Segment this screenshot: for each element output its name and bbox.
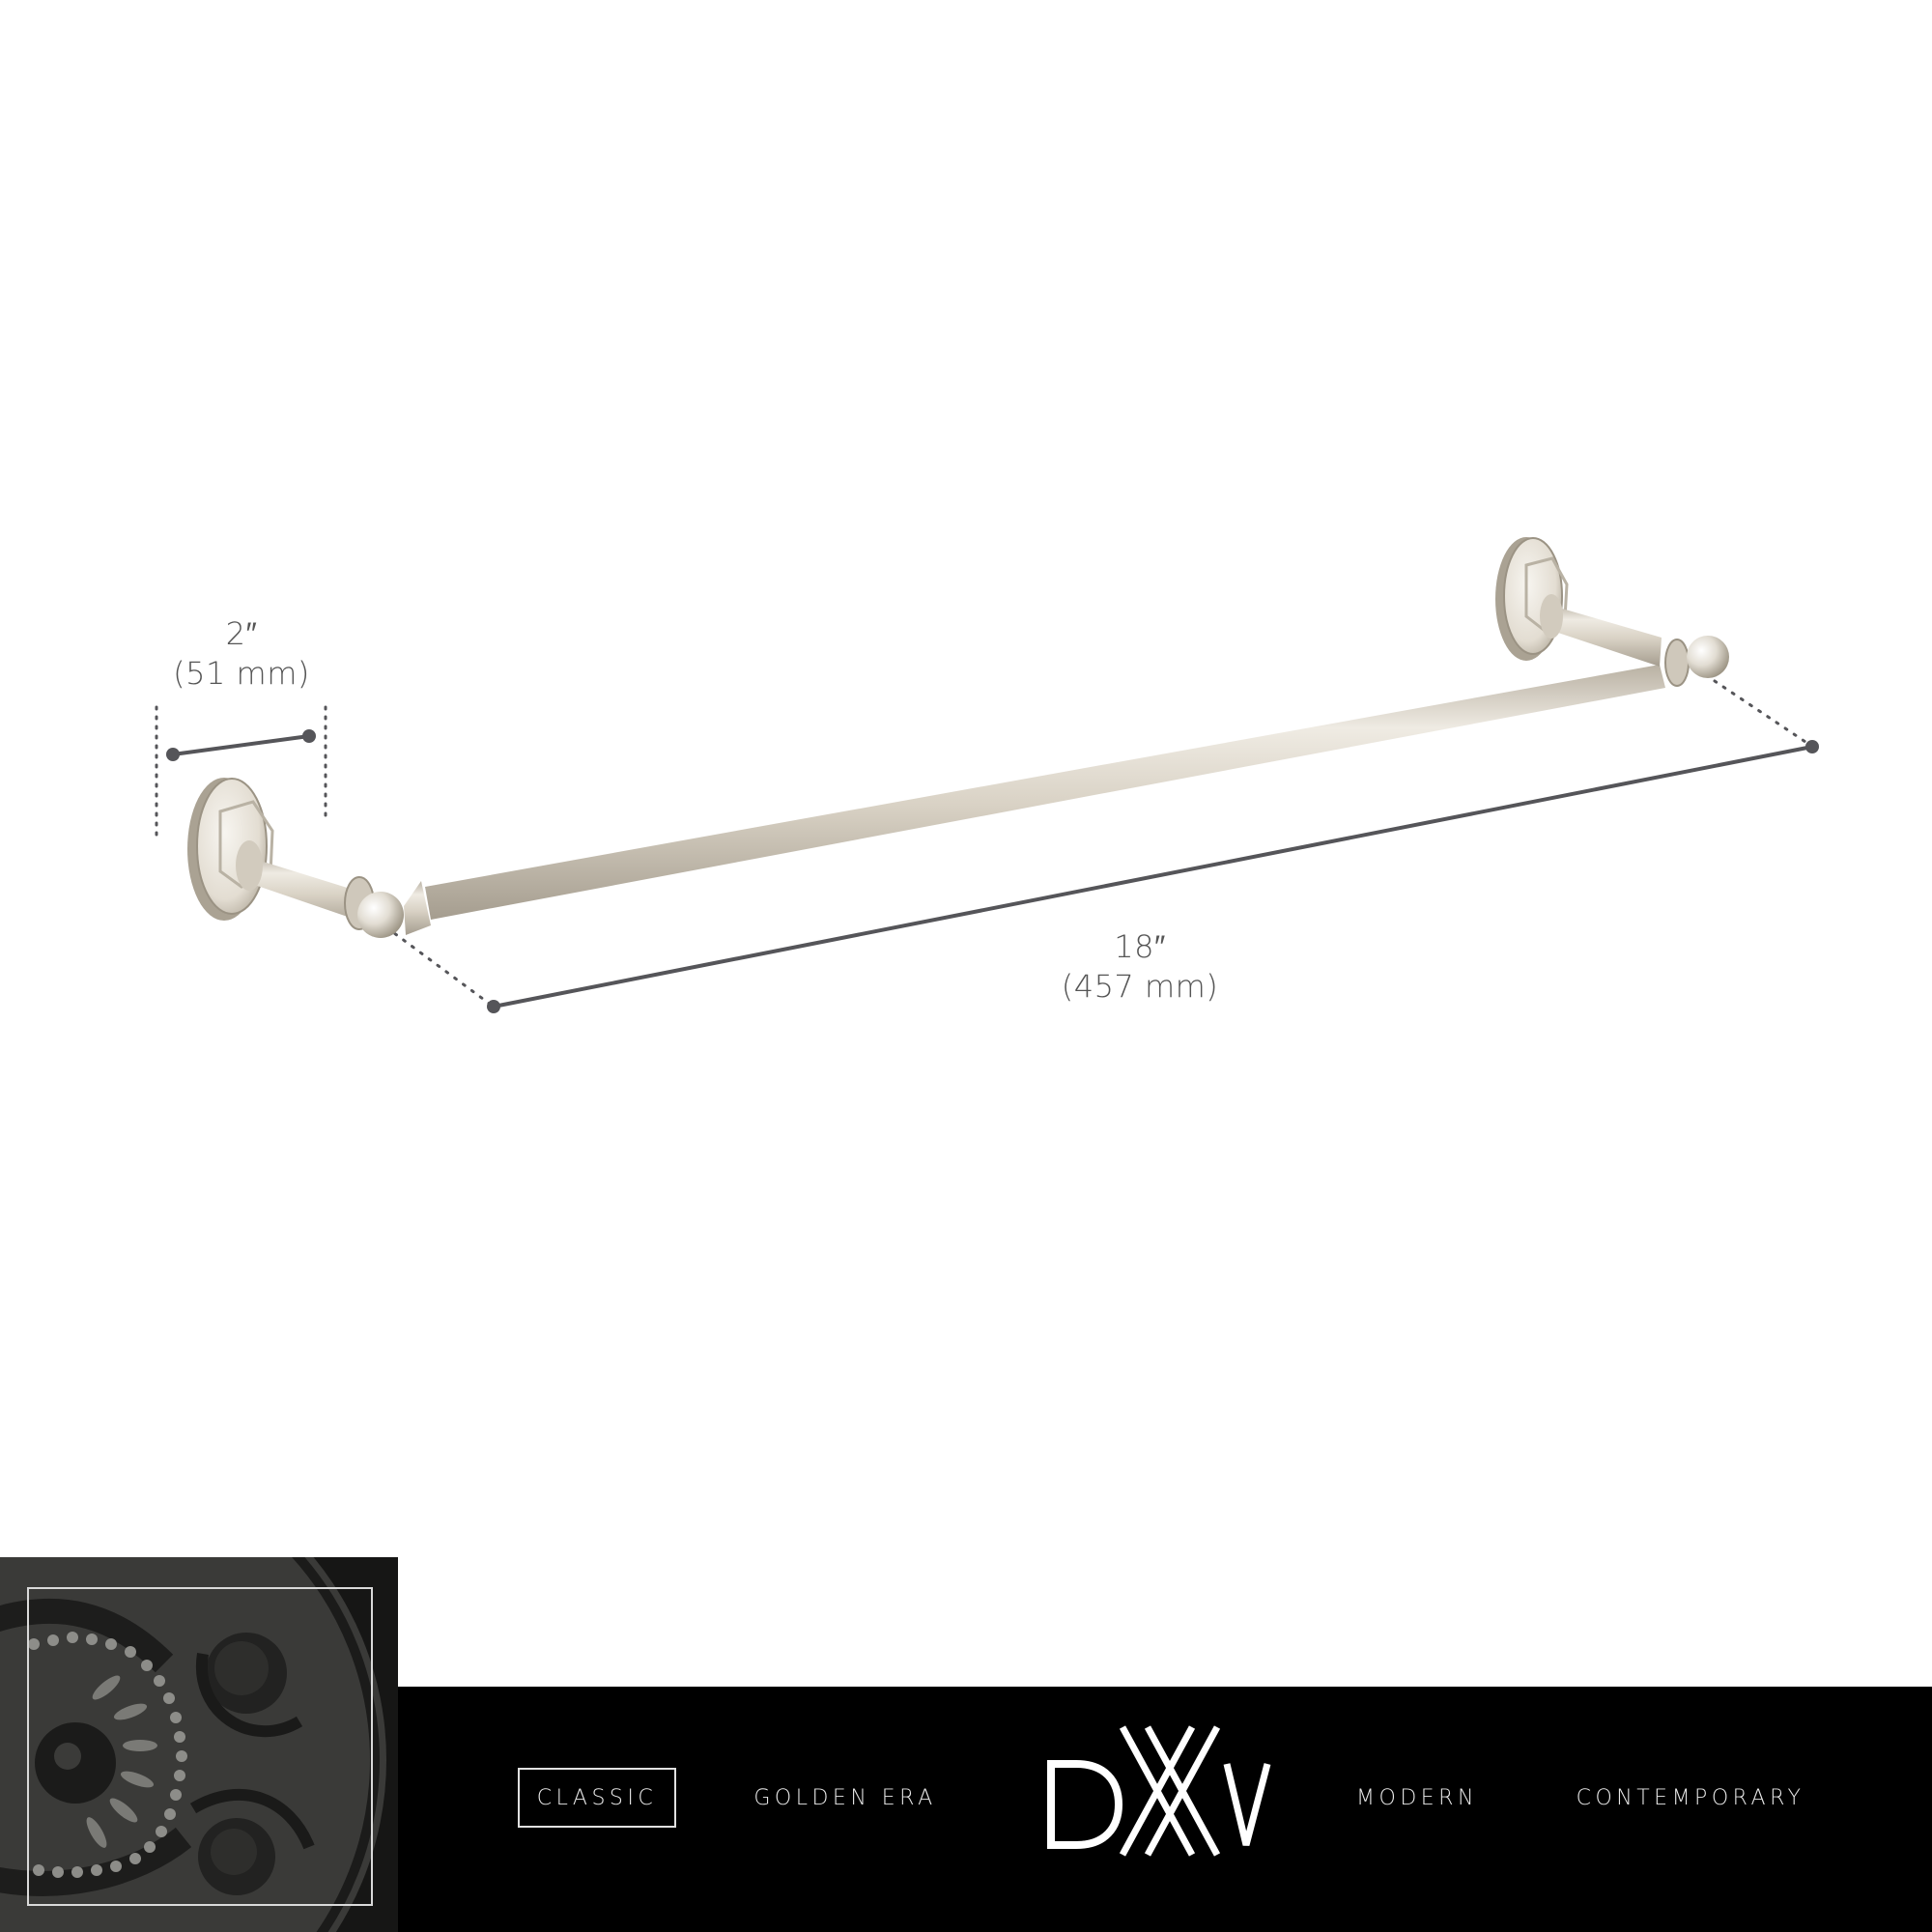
style-swatch-image — [0, 1557, 398, 1932]
nav-modern[interactable]: MODERN — [1356, 1785, 1478, 1810]
dxv-logo[interactable] — [1047, 1723, 1271, 1859]
ornament-relief-pattern — [0, 1557, 398, 1932]
nav-contemporary[interactable]: CONTEMPORARY — [1576, 1785, 1805, 1810]
length-imperial: 18″ — [1114, 928, 1166, 965]
projection-metric: (51 mm) — [173, 654, 310, 692]
projection-dimension-label: 2″ (51 mm) — [155, 614, 328, 694]
dimension-projection — [155, 705, 327, 840]
style-navigation-banner: CLASSIC GOLDEN ERA MODERN CONTEMPORARY — [398, 1687, 1932, 1932]
length-dimension-label: 18″ (457 mm) — [1024, 927, 1256, 1007]
dxv-logo-mark — [1047, 1725, 1271, 1857]
towel-bar-illustration — [155, 537, 1819, 1013]
dimension-length — [384, 679, 1819, 1013]
left-wall-mount — [187, 778, 431, 938]
length-metric: (457 mm) — [1061, 967, 1219, 1005]
projection-imperial: 2″ — [225, 615, 258, 652]
towel-bar-rod — [425, 665, 1665, 920]
nav-classic[interactable]: CLASSIC — [518, 1768, 676, 1828]
swatch-frame — [27, 1587, 373, 1906]
nav-golden-era[interactable]: GOLDEN ERA — [753, 1785, 937, 1810]
right-wall-mount — [1495, 537, 1729, 687]
product-diagram: 2″ (51 mm) 18″ (457 mm) — [155, 537, 1819, 1013]
